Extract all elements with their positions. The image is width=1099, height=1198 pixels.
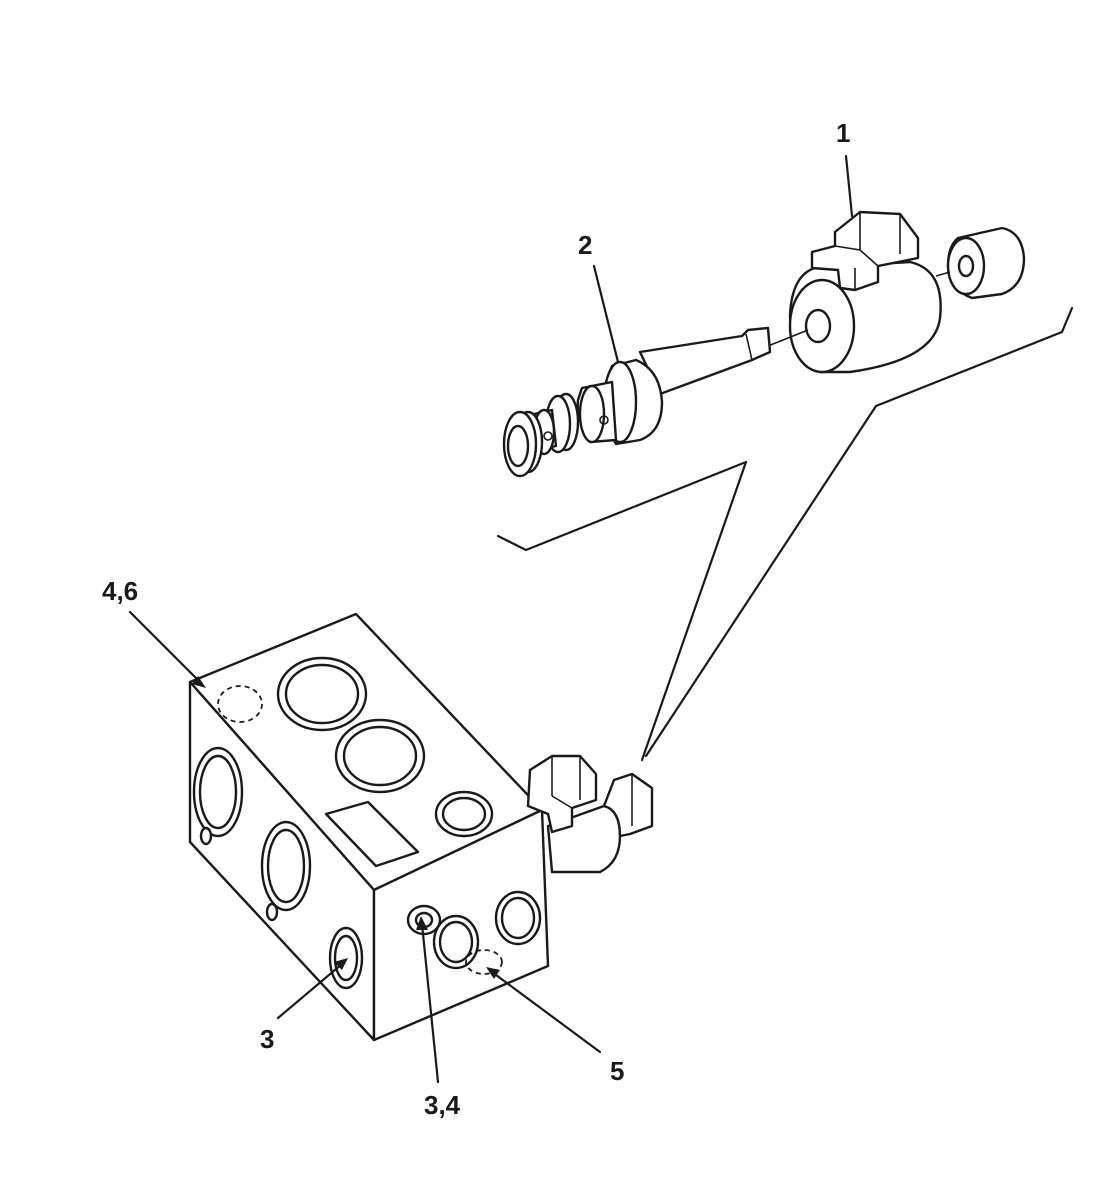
- solenoid-coil: [788, 210, 942, 374]
- callout-labels: 1 2 4,6 3 3,4 5: [102, 118, 850, 1120]
- leader-3: [276, 962, 344, 1020]
- dashed-port-top: [217, 685, 263, 723]
- dashed-port-front: [465, 949, 503, 975]
- leader-2: [592, 264, 620, 364]
- pin-hole-left-2: [265, 902, 279, 922]
- callout-1: 1: [836, 118, 850, 148]
- coil-nut: [946, 226, 1026, 300]
- coil-nut-axis: [935, 271, 951, 277]
- callout-3-4: 3,4: [424, 1090, 461, 1120]
- callout-3: 3: [260, 1024, 274, 1054]
- label-plate: [324, 800, 420, 868]
- leader-4-6: [128, 610, 202, 684]
- leader-3-4: [420, 922, 440, 1084]
- leader-5: [490, 970, 602, 1054]
- cartridge-valve: [502, 326, 772, 478]
- stem-coil-axis: [767, 329, 809, 347]
- arrow-3: [334, 958, 348, 970]
- arrow-5: [486, 967, 500, 979]
- callout-5: 5: [610, 1056, 624, 1086]
- mounted-solenoid: [526, 754, 654, 874]
- callout-2: 2: [578, 230, 592, 260]
- pin-hole-left-1: [199, 826, 213, 846]
- arrow-3-4: [416, 916, 428, 930]
- callout-4-6: 4,6: [102, 576, 138, 606]
- arrow-4-6: [192, 676, 206, 688]
- explosion-lines: [496, 306, 1074, 762]
- leader-lines: [128, 154, 854, 1084]
- leader-1: [844, 154, 854, 218]
